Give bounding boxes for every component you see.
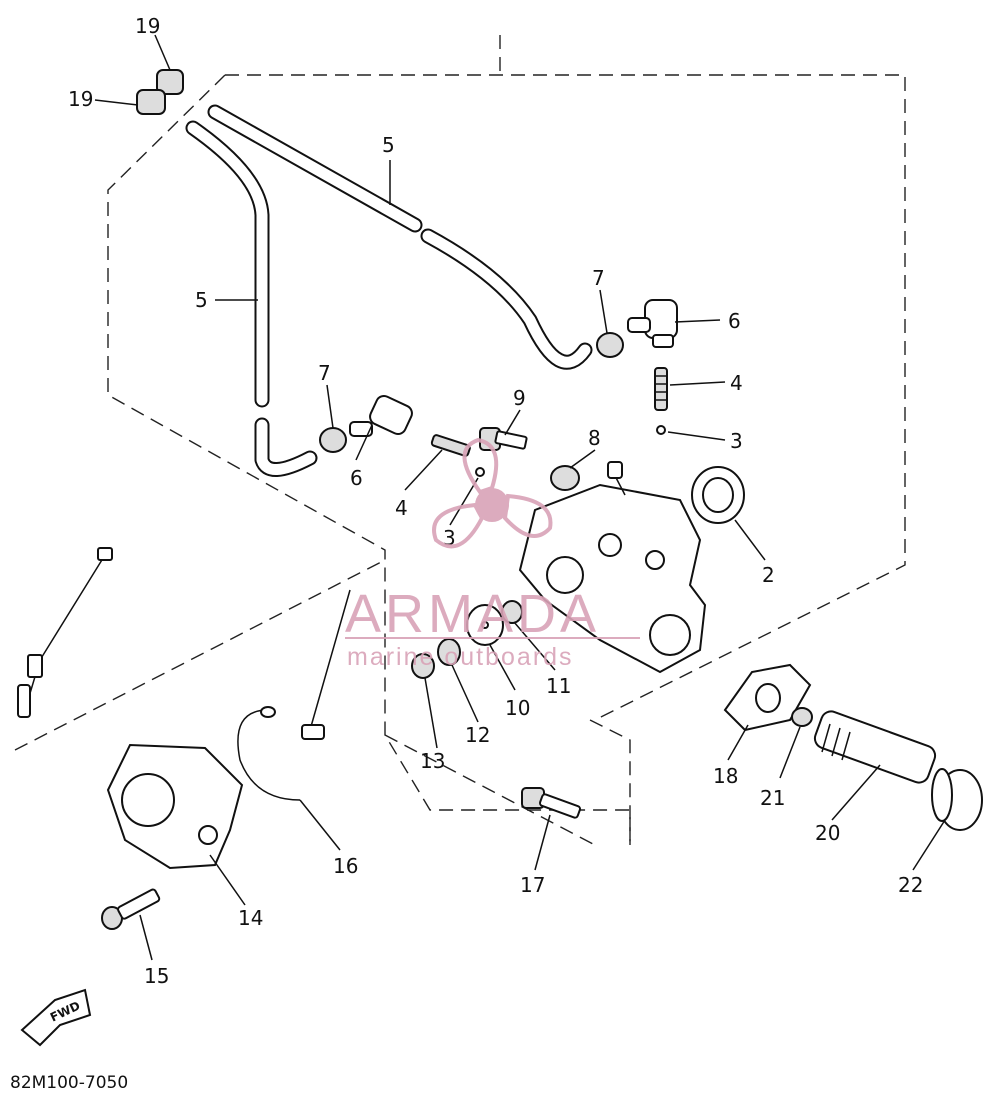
hose-5-long: [207, 104, 593, 370]
part-numbers: 19 19 5 5 7 7 6 6 4 4 3 3 9 8 2 10 11 12…: [68, 14, 923, 988]
collar-7-right: [596, 332, 624, 358]
elbow-fitting-6-left: [349, 395, 413, 437]
spring-4-right: [654, 367, 668, 411]
part-label: 19: [68, 87, 93, 111]
sensor-lead: [17, 547, 113, 718]
watermark-subtitle: marine outboards: [347, 643, 574, 671]
part-label: 4: [730, 371, 743, 395]
part-label: 15: [144, 964, 169, 988]
part-label: 10: [505, 696, 530, 720]
part-label: 9: [513, 386, 526, 410]
part-label: 11: [546, 674, 571, 698]
check-ball-3-left: [475, 467, 485, 477]
plug-bolt-9: [479, 427, 528, 451]
nut-13: [411, 653, 435, 679]
part-label: 5: [195, 288, 208, 312]
part-label: 6: [350, 466, 363, 490]
part-label: 14: [238, 906, 263, 930]
bolt-17: [521, 787, 582, 819]
diaphragm-10: [466, 604, 504, 646]
forward-arrow: FWD: [20, 988, 92, 1047]
check-ball-3-right: [656, 425, 666, 435]
part-label: 16: [333, 854, 358, 878]
washer-21: [791, 707, 813, 727]
part-label: 18: [713, 764, 738, 788]
oil-gauge-16: [237, 589, 351, 801]
cap-22: [931, 768, 983, 831]
leader-lines: [94, 34, 946, 961]
hose-clamp-19-lower: [136, 89, 166, 115]
oil-seal-2: [691, 466, 745, 524]
oil-pump-body: [518, 461, 707, 674]
part-label: 19: [135, 14, 160, 38]
washer-8: [550, 465, 580, 491]
part-label: 12: [465, 723, 490, 747]
drive-shaft-20: [813, 710, 937, 784]
collar-7-left: [319, 427, 347, 453]
o-ring-11: [501, 600, 523, 624]
part-label: 7: [318, 361, 331, 385]
part-label: 4: [395, 496, 408, 520]
part-label: 21: [760, 786, 785, 810]
bolt-15: [101, 888, 161, 930]
part-label: 20: [815, 821, 840, 845]
propeller-logo-icon: [432, 437, 553, 549]
spring-4-left: [430, 434, 471, 457]
part-label: 2: [762, 563, 775, 587]
part-label: 7: [592, 266, 605, 290]
hose-5-vertical: [185, 120, 318, 477]
part-label: 13: [420, 749, 445, 773]
pump-cover-14: [106, 743, 244, 870]
elbow-fitting-6-right: [627, 299, 678, 348]
part-label: 17: [520, 873, 545, 897]
part-label: 5: [382, 133, 395, 157]
part-label: 3: [730, 429, 743, 453]
assembly-outline: [14, 35, 906, 846]
part-label: 8: [588, 426, 601, 450]
watermark-brand: ARMADA: [345, 584, 600, 644]
part-label: 22: [898, 873, 923, 897]
drawing-code: 82M100-7050: [10, 1073, 128, 1093]
armada-watermark: ARMADA marine outboards: [345, 437, 640, 671]
part-label: 6: [728, 309, 741, 333]
